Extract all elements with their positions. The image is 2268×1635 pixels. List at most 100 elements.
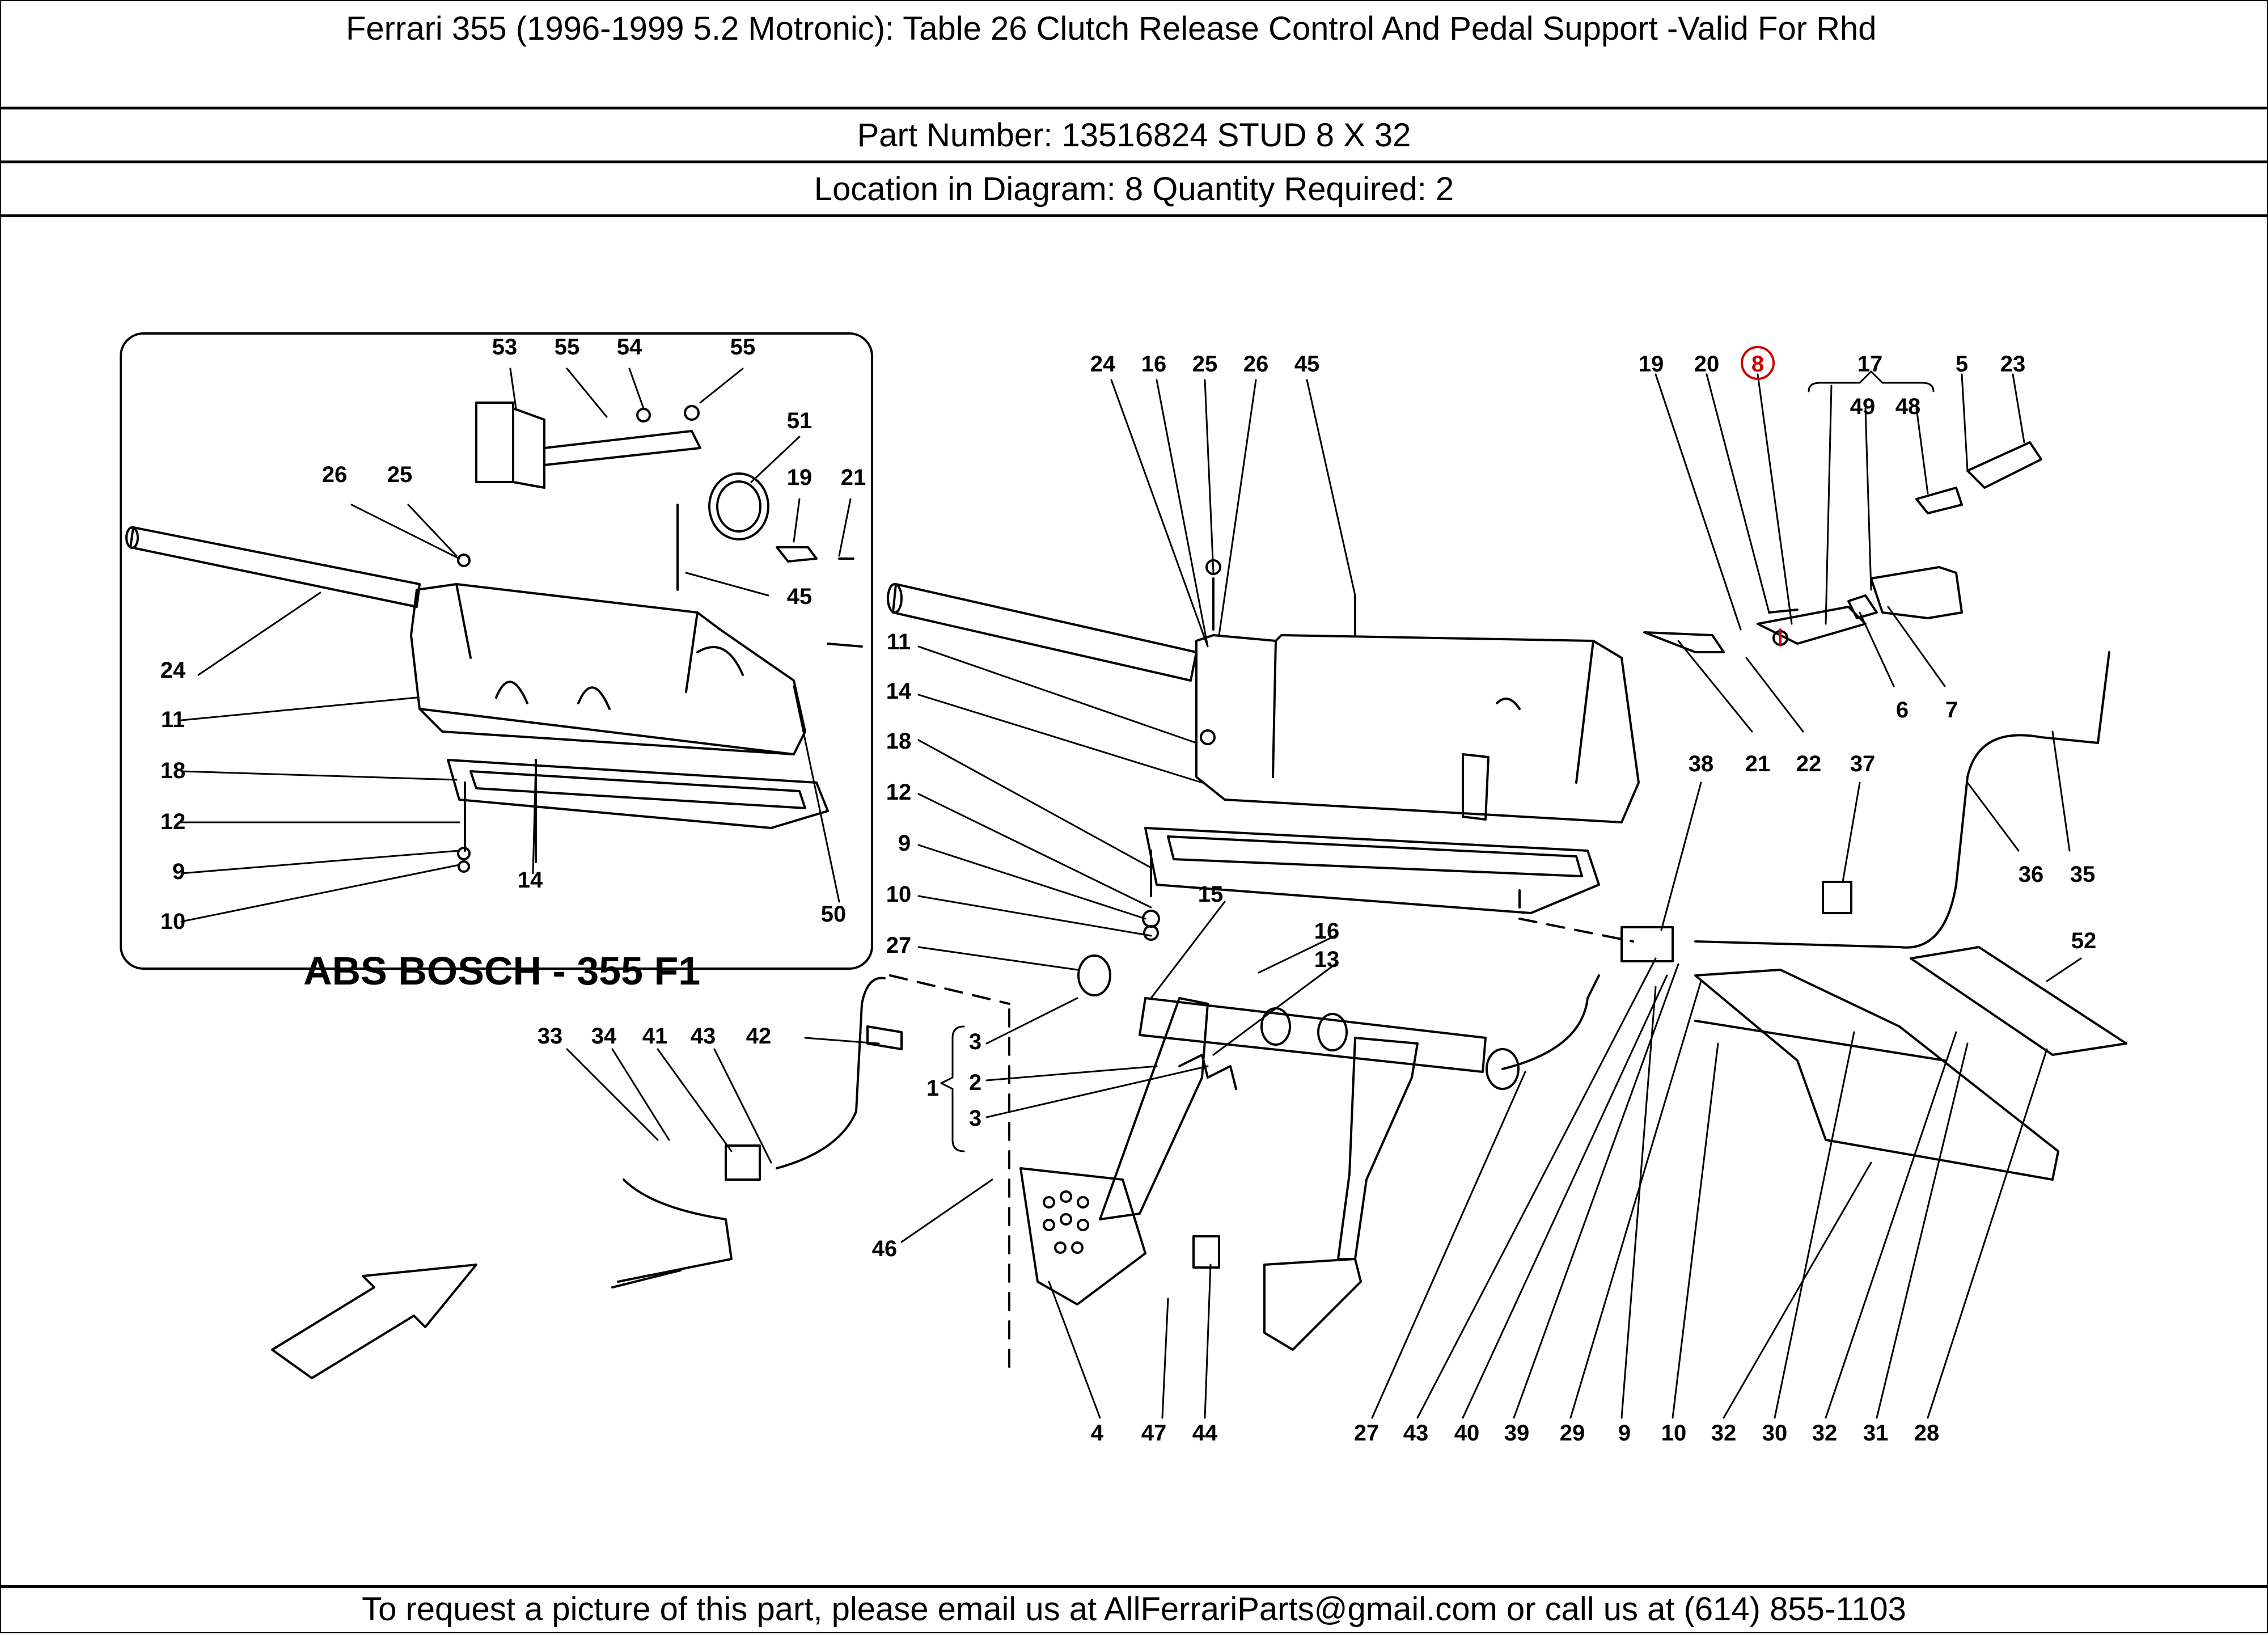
callout: 15	[1198, 882, 1224, 907]
callout: 2	[969, 1070, 981, 1095]
callout: 11	[161, 707, 185, 732]
callout: 3	[969, 1106, 981, 1131]
callout: 5	[1956, 352, 1968, 377]
callout: 54	[617, 335, 642, 360]
callout: 22	[1796, 751, 1822, 776]
callout: 3	[969, 1029, 981, 1054]
callout: 34	[591, 1024, 617, 1049]
callout: 4	[1091, 1421, 1104, 1446]
callout: 27	[1354, 1421, 1380, 1446]
callout: 26	[1243, 352, 1269, 377]
callout: 26	[322, 462, 348, 487]
callout: 9	[898, 831, 911, 856]
shield-plate	[1910, 946, 2127, 1056]
location-text: Location in Diagram: 8 Quantity Required…	[814, 171, 1454, 208]
inset-label: ABS BOSCH - 355 F1	[303, 949, 700, 993]
footer-contact-text: To request a picture of this part, pleas…	[362, 1591, 1906, 1628]
callout: 40	[1454, 1421, 1480, 1446]
callout: 43	[691, 1024, 716, 1049]
page-title: Ferrari 355 (1996-1999 5.2 Motronic): Ta…	[346, 10, 1877, 47]
callout: 31	[1863, 1421, 1889, 1446]
callout: 24	[160, 658, 186, 683]
callout: 47	[1141, 1421, 1167, 1446]
callout: 13	[1314, 947, 1340, 972]
title-bar: Ferrari 355 (1996-1999 5.2 Motronic): Ta…	[1, 1, 2267, 109]
callout: 16	[1314, 919, 1340, 944]
callout: 38	[1689, 751, 1714, 776]
callout: 53	[492, 335, 518, 360]
inset-bar	[129, 526, 421, 608]
callout: 45	[1294, 352, 1320, 377]
footer-bar: To request a picture of this part, pleas…	[1, 1585, 2267, 1635]
part-number-text: Part Number: 13516824 STUD 8 X 32	[857, 117, 1411, 154]
callout: 10	[1661, 1421, 1687, 1446]
callout: 28	[1914, 1421, 1940, 1446]
parts-diagram: ABS BOSCH - 355 F1 53 55 54 55 51 26 25 …	[120, 332, 2127, 1446]
callout: 41	[642, 1024, 668, 1049]
callout: 21	[841, 465, 866, 490]
callout: 37	[1850, 751, 1876, 776]
clutch-pedal	[1099, 997, 1209, 1220]
callout: 12	[886, 780, 912, 805]
callout: 46	[872, 1236, 898, 1261]
callout: 11	[887, 630, 911, 654]
callout: 12	[160, 809, 186, 834]
pedal-shaft	[1139, 997, 1487, 1073]
callout: 32	[1711, 1421, 1737, 1446]
part-number-bar: Part Number: 13516824 STUD 8 X 32	[1, 109, 2267, 163]
callout: 43	[1403, 1421, 1429, 1446]
callout: 25	[1192, 352, 1218, 377]
direction-arrow	[271, 1264, 477, 1379]
callout: 25	[387, 462, 413, 487]
main-gasket	[1144, 827, 1600, 914]
callout: 6	[1896, 698, 1909, 723]
hydraulic-line	[776, 651, 2110, 1169]
callout: 14	[518, 868, 543, 893]
inset-box	[120, 332, 873, 970]
callout: 10	[160, 909, 186, 934]
callout: 14	[886, 679, 912, 704]
callout: 21	[1745, 751, 1771, 776]
callout: 42	[746, 1024, 772, 1049]
callout: 39	[1504, 1421, 1530, 1446]
callout: 18	[160, 758, 186, 783]
support-bracket	[1694, 969, 2059, 1181]
callout: 20	[1694, 352, 1720, 377]
callout: 19	[1639, 352, 1664, 377]
callout: 55	[555, 335, 580, 360]
callout: 24	[1090, 352, 1116, 377]
main-bar	[892, 583, 1198, 682]
brake-pedal	[1337, 1037, 1419, 1260]
callout: 29	[1560, 1421, 1585, 1446]
callout: 1	[926, 1076, 939, 1101]
inset-ring	[708, 472, 769, 540]
callout: 50	[821, 902, 847, 927]
callout: 18	[886, 729, 912, 754]
slave-cylinder	[1757, 566, 1963, 645]
inset-gasket	[447, 759, 829, 829]
location-bar: Location in Diagram: 8 Quantity Required…	[1, 163, 2267, 217]
callout: 35	[2070, 862, 2096, 887]
callout: 9	[1618, 1421, 1631, 1446]
callout: 7	[1945, 698, 1958, 723]
callout: 48	[1895, 394, 1921, 419]
callout: 19	[787, 465, 813, 490]
callout: 23	[2000, 352, 2026, 377]
callout: 51	[787, 408, 813, 433]
callout: 10	[886, 882, 912, 907]
inset-housing	[410, 583, 806, 755]
callout: 9	[172, 859, 185, 884]
inset-bracket	[475, 402, 701, 489]
callout: 27	[886, 933, 912, 958]
callout: 8	[1751, 352, 1764, 377]
highlight-circle	[1741, 346, 1775, 380]
callout: 36	[2019, 862, 2044, 887]
callout: 33	[538, 1024, 563, 1049]
callout: 44	[1192, 1421, 1218, 1446]
callout: 45	[787, 584, 813, 609]
callout: 49	[1850, 394, 1876, 419]
callout: 55	[730, 335, 756, 360]
callout: 30	[1762, 1421, 1788, 1446]
callout: 16	[1141, 352, 1167, 377]
